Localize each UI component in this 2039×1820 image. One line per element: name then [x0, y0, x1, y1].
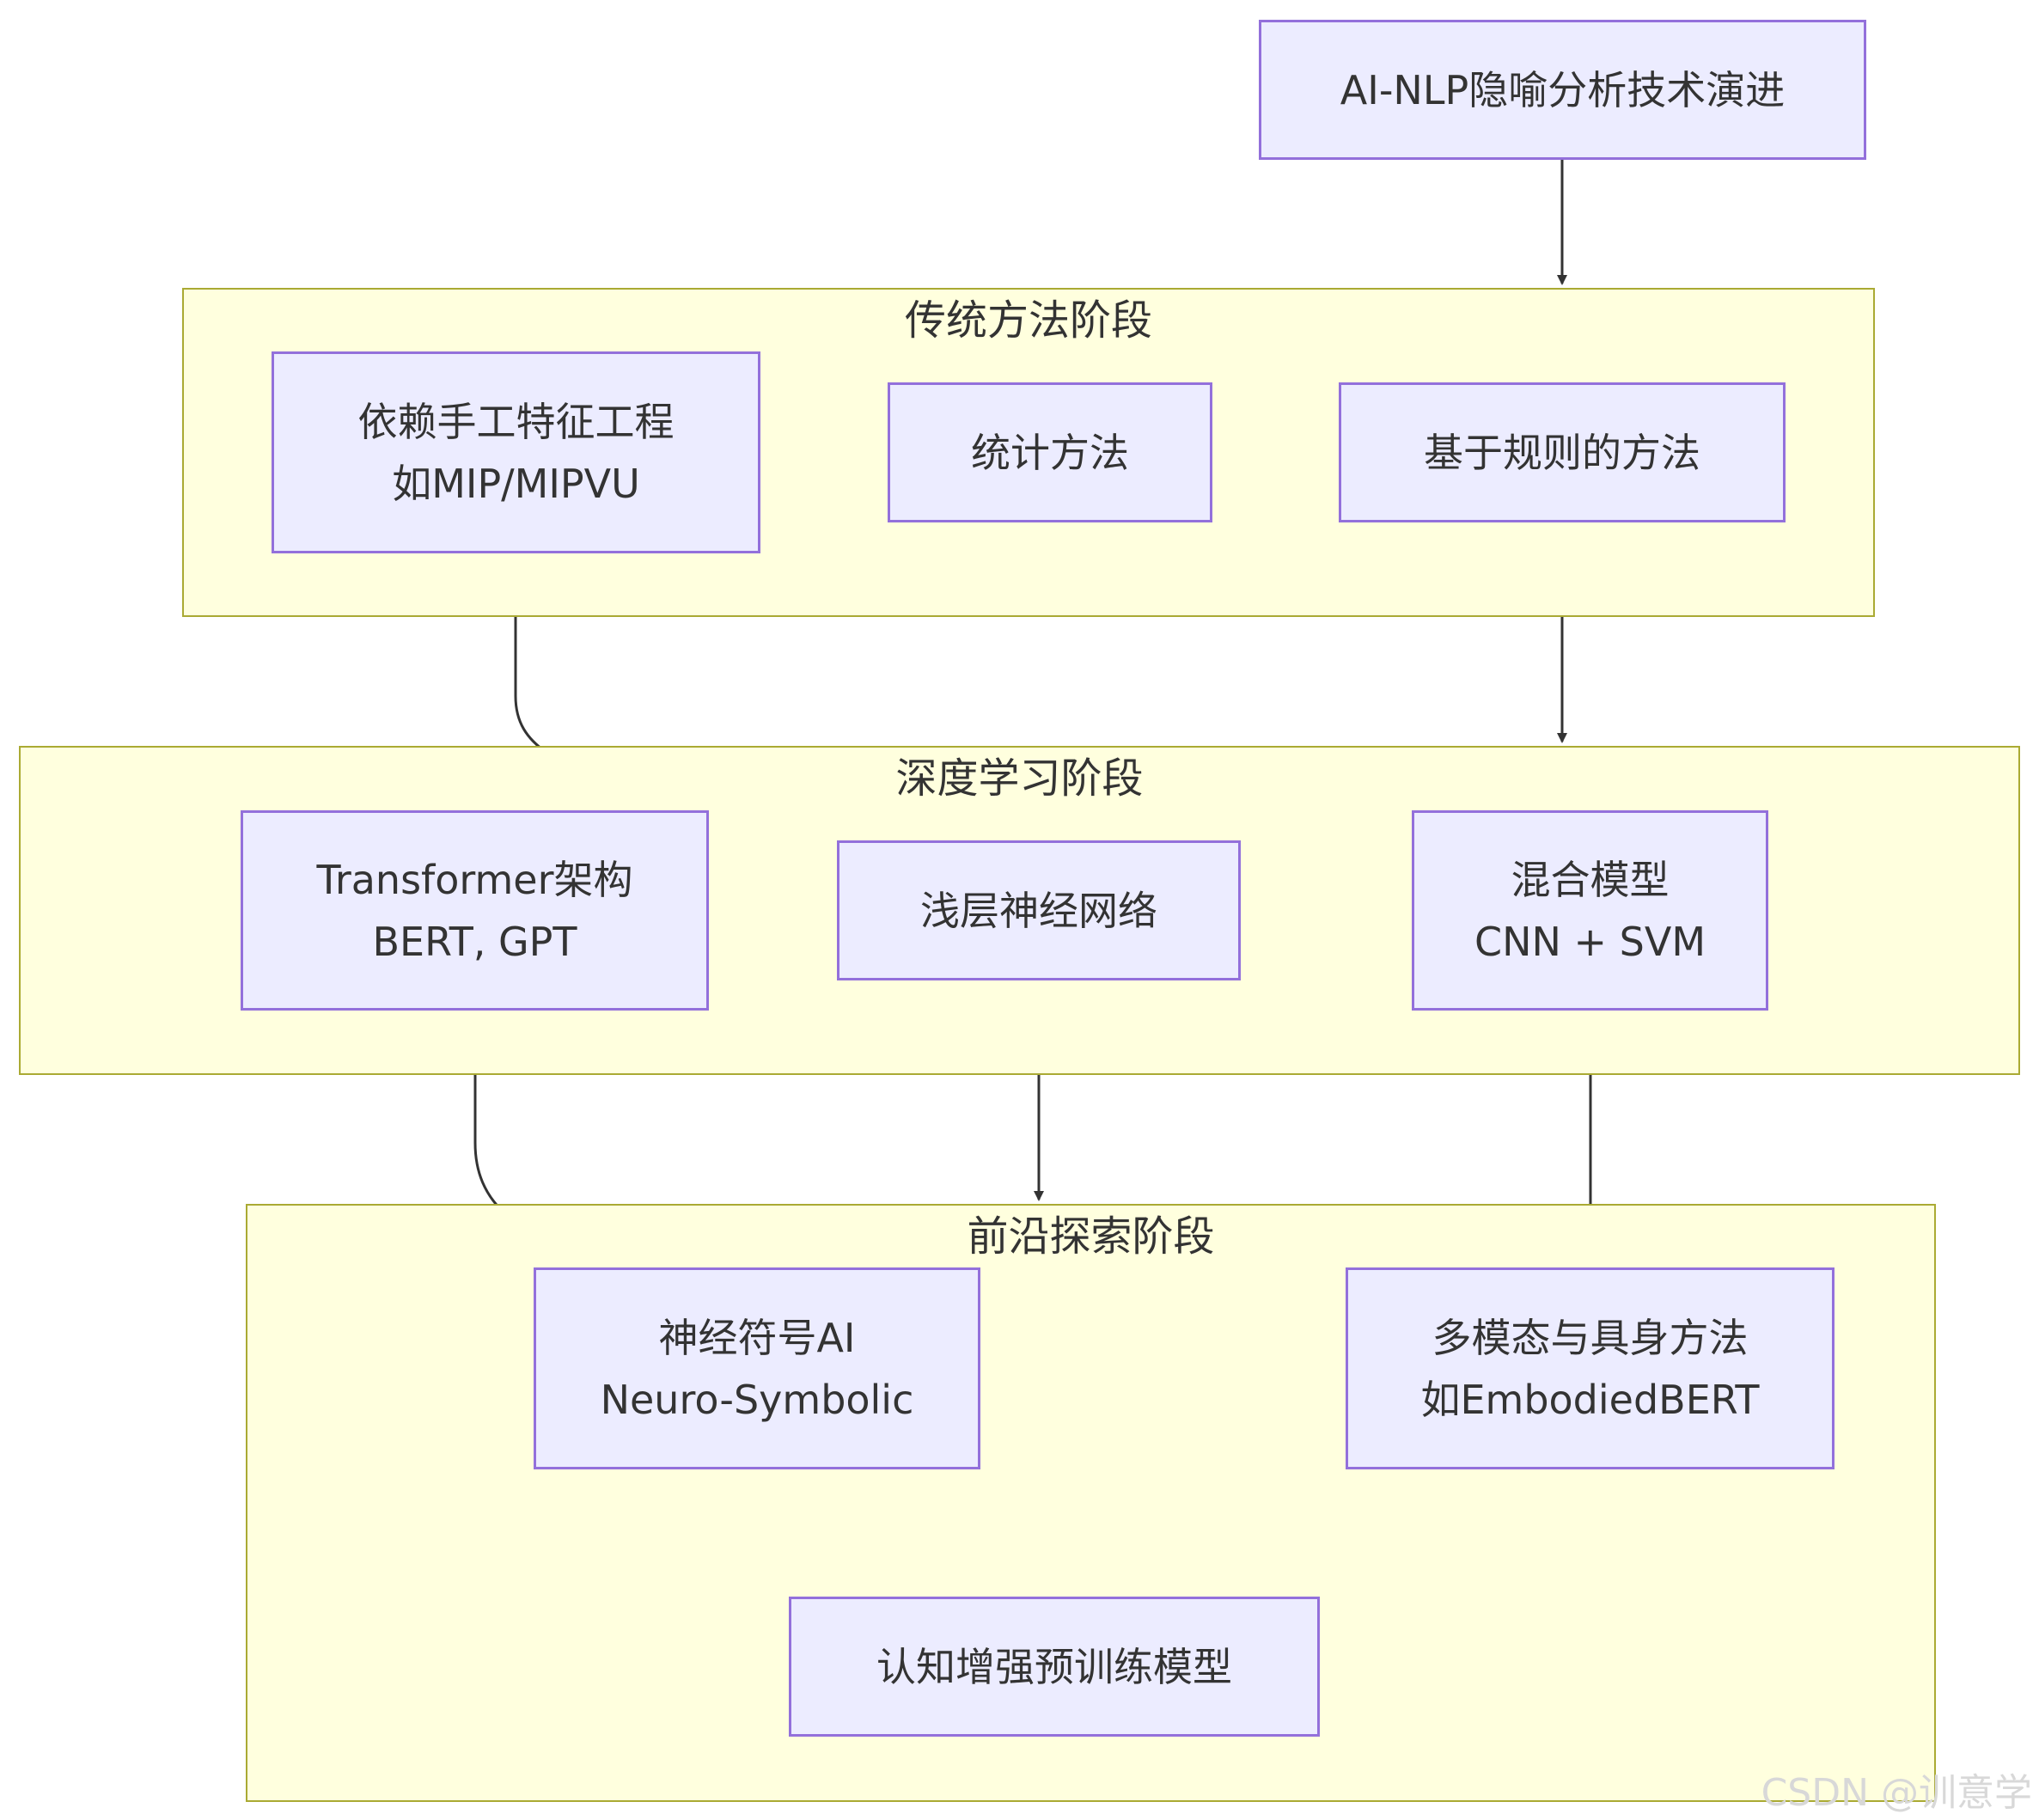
node-line: 多模态与具身方法: [1432, 1314, 1749, 1361]
node-line: 依赖手工特征工程: [357, 398, 675, 445]
node-cognitive-pretrained: 认知增强预训练模型: [789, 1597, 1320, 1737]
node-rule-based-methods: 基于规则的方法: [1339, 382, 1786, 522]
title-node-label: AI-NLP隐喻分析技术演进: [1340, 66, 1786, 113]
node-line: Neuro-Symbolic: [600, 1376, 914, 1423]
stage-traditional-title: 传统方法阶段: [904, 296, 1152, 345]
node-line: 浅层神经网络: [920, 887, 1157, 934]
watermark: CSDN @训意学: [1761, 1771, 2032, 1815]
title-node: AI-NLP隐喻分析技术演进: [1259, 20, 1866, 160]
node-line: 认知增强预训练模型: [876, 1643, 1232, 1690]
node-hybrid-model: 混合模型 CNN + SVM: [1412, 810, 1768, 1011]
node-line: BERT, GPT: [372, 918, 577, 965]
node-statistical-methods: 统计方法: [888, 382, 1212, 522]
node-shallow-nn: 浅层神经网络: [837, 840, 1241, 980]
node-line: Transformer架构: [316, 856, 633, 903]
node-line: 如EmbodiedBERT: [1420, 1376, 1760, 1423]
stage-frontier-title: 前沿探索阶段: [967, 1212, 1215, 1261]
node-line: 混合模型: [1511, 856, 1670, 903]
node-line: 基于规则的方法: [1424, 429, 1700, 476]
node-line: CNN + SVM: [1474, 918, 1706, 965]
stage-deep-learning-title: 深度学习阶段: [895, 754, 1144, 803]
node-line: 统计方法: [971, 429, 1129, 476]
node-transformer: Transformer架构 BERT, GPT: [241, 810, 709, 1011]
node-line: 如MIP/MIPVU: [392, 460, 640, 507]
node-line: 神经符号AI: [658, 1314, 856, 1361]
node-neuro-symbolic: 神经符号AI Neuro-Symbolic: [534, 1267, 980, 1469]
node-multimodal-embodied: 多模态与具身方法 如EmbodiedBERT: [1346, 1267, 1834, 1469]
node-handcrafted-features: 依赖手工特征工程 如MIP/MIPVU: [272, 351, 760, 553]
